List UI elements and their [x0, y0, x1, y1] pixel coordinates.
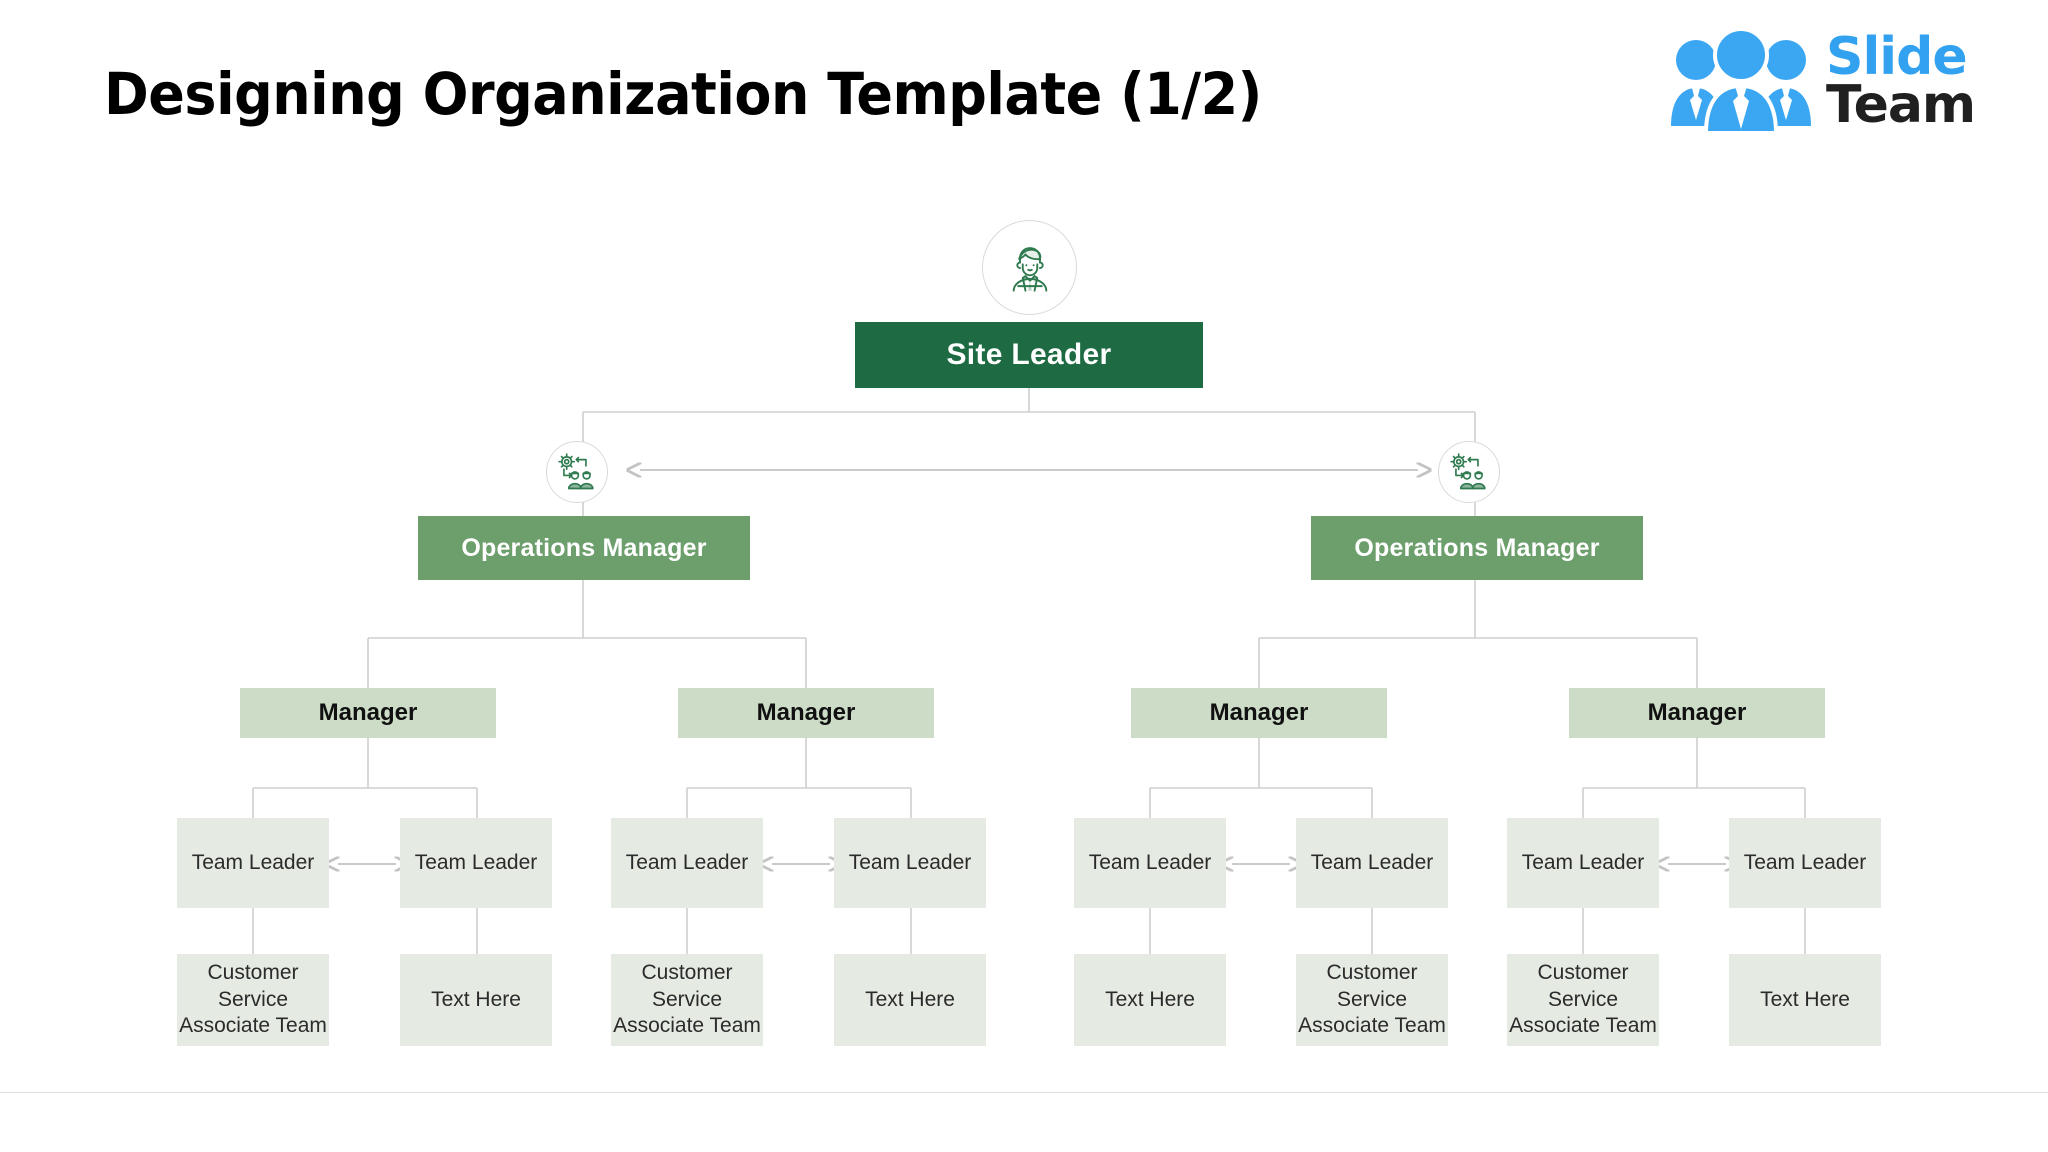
- associate-line-1: Customer: [207, 960, 299, 984]
- associate-line-3: Associate Team: [179, 1014, 327, 1038]
- bottom-divider: [0, 1092, 2048, 1093]
- associate-line-3: Associate Team: [1509, 1014, 1657, 1038]
- node-associate-5[interactable]: Text Here: [1074, 954, 1226, 1046]
- node-manager-1[interactable]: Manager: [240, 688, 496, 738]
- person-avatar-icon: [982, 220, 1077, 315]
- node-associate-4[interactable]: Text Here: [834, 954, 986, 1046]
- node-associate-8[interactable]: Text Here: [1729, 954, 1881, 1046]
- node-associate-1[interactable]: Customer Service Associate Team: [177, 954, 329, 1046]
- node-manager-2[interactable]: Manager: [678, 688, 934, 738]
- associate-line-2: Service: [217, 987, 288, 1011]
- page-title: Designing Organization Template (1/2): [104, 60, 1262, 128]
- associate-line-2: Service: [1547, 987, 1618, 1011]
- node-team-leader-5[interactable]: Team Leader: [1074, 818, 1226, 908]
- associate-line-3: Associate Team: [613, 1014, 761, 1038]
- node-team-leader-4[interactable]: Team Leader: [834, 818, 986, 908]
- node-team-leader-8[interactable]: Team Leader: [1729, 818, 1881, 908]
- slideteam-logo: Slide Team: [1666, 22, 2026, 142]
- logo-word-team: Team: [1826, 75, 1976, 135]
- associate-line-1: Customer: [1326, 960, 1418, 984]
- associate-line-2: Service: [651, 987, 722, 1011]
- three-people-logo-icon: [1671, 28, 1811, 135]
- associate-line-3: Associate Team: [1298, 1014, 1446, 1038]
- associate-line-2: Service: [1336, 987, 1407, 1011]
- gear-team-icon-right: [1438, 441, 1500, 503]
- node-associate-2[interactable]: Text Here: [400, 954, 552, 1046]
- node-associate-3[interactable]: Customer Service Associate Team: [611, 954, 763, 1046]
- node-ops-manager-right[interactable]: Operations Manager: [1311, 516, 1643, 580]
- node-ops-manager-left[interactable]: Operations Manager: [418, 516, 750, 580]
- node-team-leader-2[interactable]: Team Leader: [400, 818, 552, 908]
- associate-line-1: Customer: [1537, 960, 1629, 984]
- node-team-leader-7[interactable]: Team Leader: [1507, 818, 1659, 908]
- associate-line-1: Customer: [641, 960, 733, 984]
- node-site-leader[interactable]: Site Leader: [855, 322, 1203, 388]
- node-team-leader-3[interactable]: Team Leader: [611, 818, 763, 908]
- node-manager-4[interactable]: Manager: [1569, 688, 1825, 738]
- gear-team-icon-left: [546, 441, 608, 503]
- node-team-leader-1[interactable]: Team Leader: [177, 818, 329, 908]
- node-manager-3[interactable]: Manager: [1131, 688, 1387, 738]
- node-associate-6[interactable]: Customer Service Associate Team: [1296, 954, 1448, 1046]
- node-associate-7[interactable]: Customer Service Associate Team: [1507, 954, 1659, 1046]
- logo-word-slide: Slide: [1826, 27, 1968, 88]
- node-team-leader-6[interactable]: Team Leader: [1296, 818, 1448, 908]
